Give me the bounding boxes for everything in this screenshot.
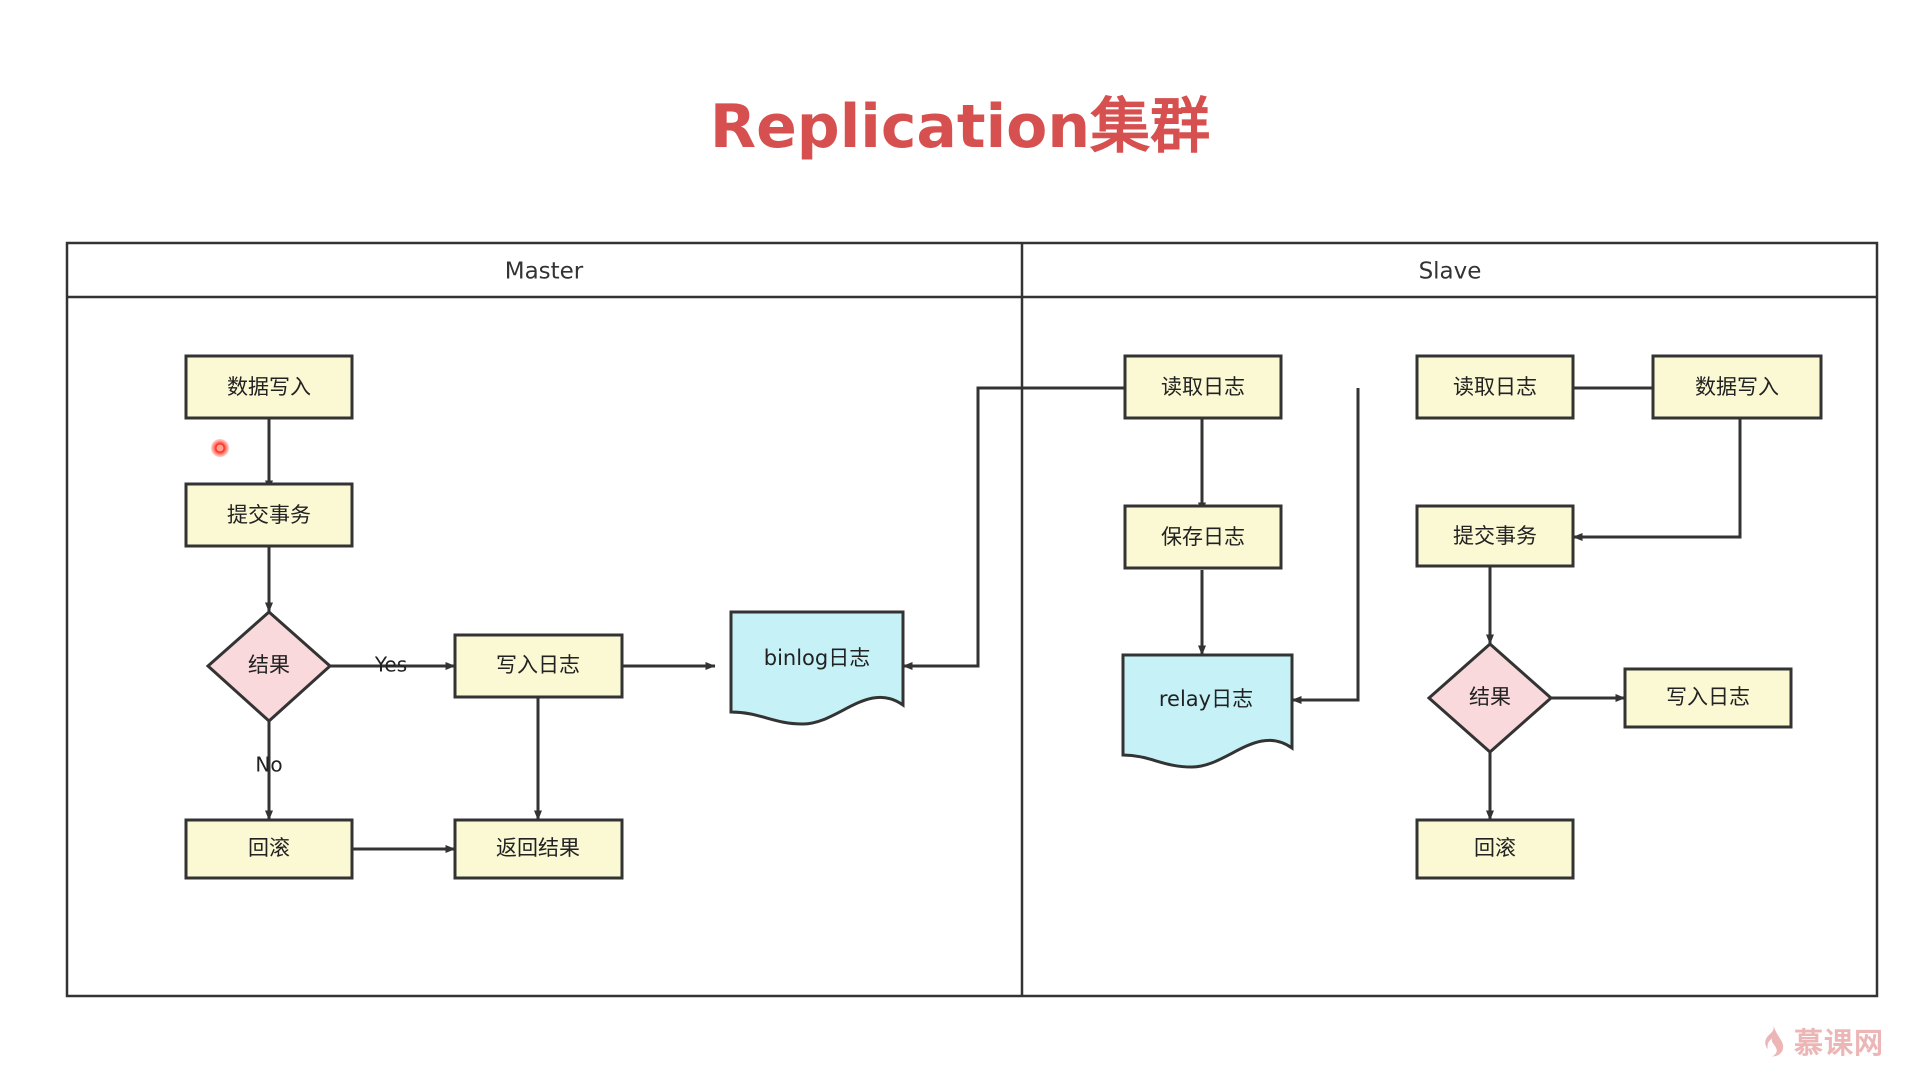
node-label: 返回结果 [496, 836, 580, 860]
node-slave-commit-transaction[interactable]: 提交事务 [1415, 504, 1575, 568]
node-slave-save-log[interactable]: 保存日志 [1123, 504, 1283, 570]
slave-connectors [1198, 384, 1742, 821]
node-master-rollback[interactable]: 回滚 [184, 818, 354, 880]
node-label: 提交事务 [1453, 524, 1537, 548]
node-slave-rollback[interactable]: 回滚 [1415, 818, 1575, 880]
node-label: 读取日志 [1453, 375, 1537, 399]
node-master-write-log[interactable]: 写入日志 [453, 633, 624, 699]
watermark: 慕课网 [1757, 1020, 1884, 1062]
watermark-text: 慕课网 [1793, 1026, 1884, 1060]
node-label: 回滚 [248, 836, 290, 860]
page-title: Replication集群 [709, 92, 1211, 162]
node-label: binlog日志 [764, 646, 871, 670]
swimlane-container [65, 241, 1879, 998]
node-label: 回滚 [1474, 836, 1516, 860]
node-slave-data-write[interactable]: 数据写入 [1651, 354, 1823, 420]
node-label: 保存日志 [1161, 525, 1245, 549]
node-master-binlog-document[interactable]: binlog日志 [729, 610, 905, 726]
flame-icon [1765, 1025, 1784, 1057]
node-master-return-result[interactable]: 返回结果 [453, 818, 624, 880]
node-label: 写入日志 [496, 653, 580, 677]
lane-header-master: Master [505, 259, 584, 285]
edge-label-yes: Yes [374, 653, 407, 677]
node-master-result-decision[interactable]: 结果 [205, 609, 333, 724]
node-label: relay日志 [1159, 687, 1253, 711]
node-label: 数据写入 [1695, 375, 1779, 399]
node-label: 结果 [248, 653, 290, 677]
node-master-commit-transaction[interactable]: 提交事务 [184, 482, 354, 548]
node-slave-read-log-right[interactable]: 读取日志 [1415, 354, 1575, 420]
node-label: 读取日志 [1161, 375, 1245, 399]
node-slave-result-decision[interactable]: 结果 [1426, 641, 1554, 755]
node-slave-relay-log-document[interactable]: relay日志 [1121, 653, 1294, 769]
lane-header-slave: Slave [1419, 259, 1482, 285]
master-connectors [265, 386, 1125, 853]
node-label: 数据写入 [227, 375, 311, 399]
edge-label-no: No [255, 753, 282, 777]
node-label: 提交事务 [227, 503, 311, 527]
node-master-data-write[interactable]: 数据写入 [184, 354, 354, 420]
node-label: 结果 [1469, 685, 1511, 709]
node-slave-read-log-left[interactable]: 读取日志 [1123, 354, 1283, 420]
node-slave-write-log[interactable]: 写入日志 [1623, 667, 1793, 729]
node-label: 写入日志 [1666, 685, 1750, 709]
